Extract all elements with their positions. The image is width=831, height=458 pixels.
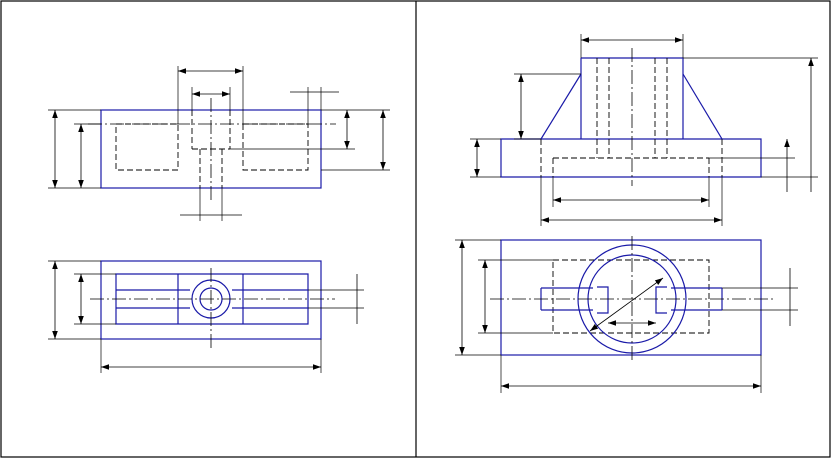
- right-top-view: [455, 236, 798, 393]
- hidden-left-pocket: [115, 123, 179, 171]
- right-panel: [455, 34, 818, 393]
- rib-left: [540, 73, 582, 140]
- top-view-outline: [500, 239, 762, 356]
- left-front-view: [48, 66, 390, 221]
- dim-line-diameter: [589, 277, 664, 332]
- hidden-right-pocket: [242, 123, 309, 171]
- right-front-view: [470, 34, 818, 226]
- hidden-cavity-outline: [552, 259, 710, 334]
- top-view-slot-inner: [116, 289, 308, 309]
- hidden-through-hole: [199, 149, 223, 188]
- left-top-view: [48, 260, 364, 373]
- rib-right: [682, 73, 723, 140]
- left-panel: [48, 66, 390, 373]
- hidden-boss-bore: [596, 58, 668, 158]
- hidden-base-cavity: [540, 139, 723, 177]
- top-view-slot-outline: [115, 273, 309, 325]
